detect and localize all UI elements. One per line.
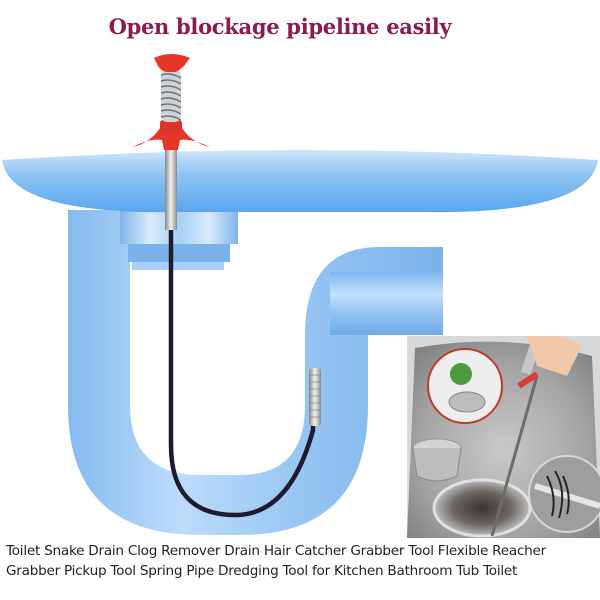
headline: Open blockage pipeline easily [108, 14, 452, 39]
drain-collar [120, 210, 238, 270]
zoom-circle-hair [528, 455, 600, 533]
caption-line-1: Toilet Snake Drain Clog Remover Drain Ha… [6, 543, 546, 559]
caption-line-2: Grabber Pickup Tool Spring Pipe Dredging… [6, 563, 518, 579]
sink-basin [2, 150, 598, 213]
drain-grabber-tool-photo [490, 336, 582, 537]
snake-cable [168, 225, 316, 518]
strainer-basket [412, 438, 462, 482]
pipe-illustration [2, 54, 598, 535]
zoom-circle-debris [427, 348, 503, 424]
s-trap-pipe [68, 210, 443, 535]
sink-photo-inset [407, 336, 600, 538]
grabber-tool [133, 54, 210, 230]
drain-hole [432, 478, 532, 538]
product-caption: Toilet Snake Drain Clog Remover Drain Ha… [6, 541, 600, 581]
spring-coil [160, 70, 182, 122]
snake-spring-tip [309, 368, 321, 426]
